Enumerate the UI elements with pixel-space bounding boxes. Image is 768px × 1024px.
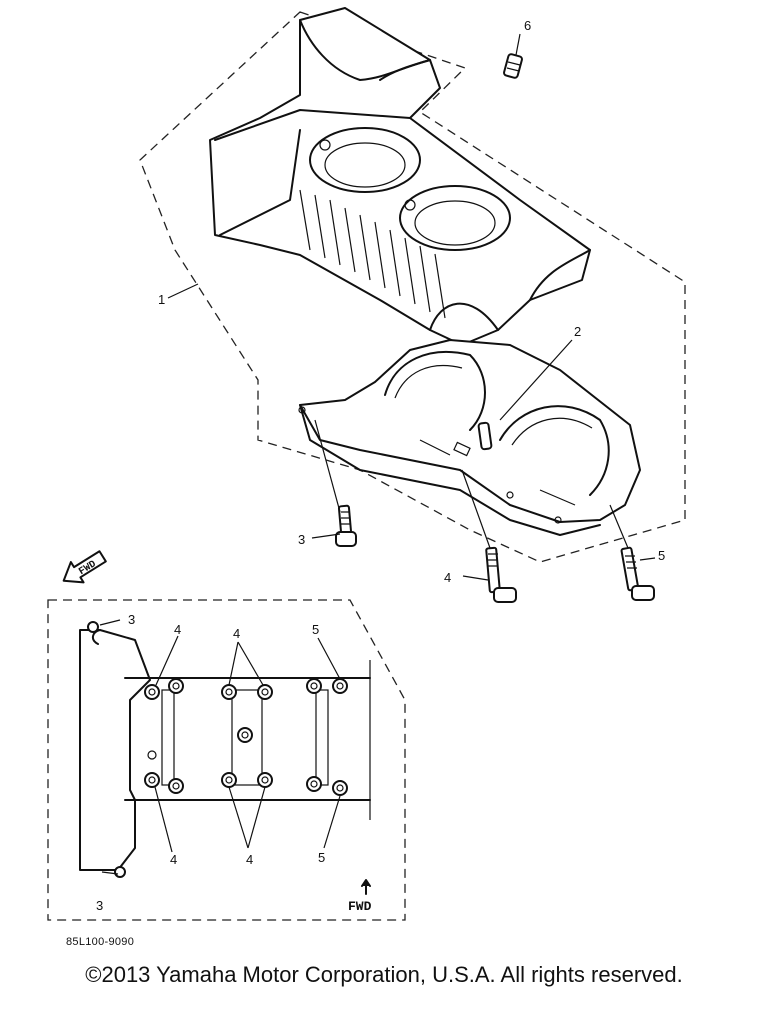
callout-6: 6 (524, 18, 531, 33)
inset-callout-3-top: 3 (128, 612, 135, 627)
callout-1: 1 (158, 292, 165, 307)
assembly-boundary (139, 11, 686, 563)
inset-callout-4-top-center: 4 (233, 626, 240, 641)
fitting-part6 (503, 53, 523, 79)
bolt-pattern-inset (47, 599, 406, 921)
inset-callout-4-top-left: 4 (174, 622, 181, 637)
inset-callout-4-bottom-left: 4 (170, 852, 177, 867)
inset-callout-5-bottom: 5 (318, 850, 325, 865)
callout-4: 4 (444, 570, 451, 585)
callout-2: 2 (574, 324, 581, 339)
copyright-notice: ©2013 Yamaha Motor Corporation, U.S.A. A… (85, 962, 683, 987)
callout-3: 3 (298, 532, 305, 547)
inset-fwd-label: FWD (348, 899, 372, 914)
upper-crankcase (209, 7, 591, 346)
lower-crankcase (298, 339, 641, 536)
bolt-4 (485, 546, 517, 603)
callout-5: 5 (658, 548, 665, 563)
inset-callout-4-bottom-center: 4 (246, 852, 253, 867)
bolt-5 (620, 546, 655, 601)
crankcase-exploded-diagram: 6 1 2 3 4 5 FWD (47, 7, 686, 921)
inset-callout-5-top: 5 (312, 622, 319, 637)
diagram-code: 85L100-9090 (66, 936, 135, 948)
bolt-3 (335, 504, 357, 547)
leader-lines (167, 33, 656, 581)
fwd-arrow: FWD (62, 550, 107, 584)
inset-callout-3-bottom: 3 (96, 898, 103, 913)
dowel-pin (477, 421, 493, 451)
